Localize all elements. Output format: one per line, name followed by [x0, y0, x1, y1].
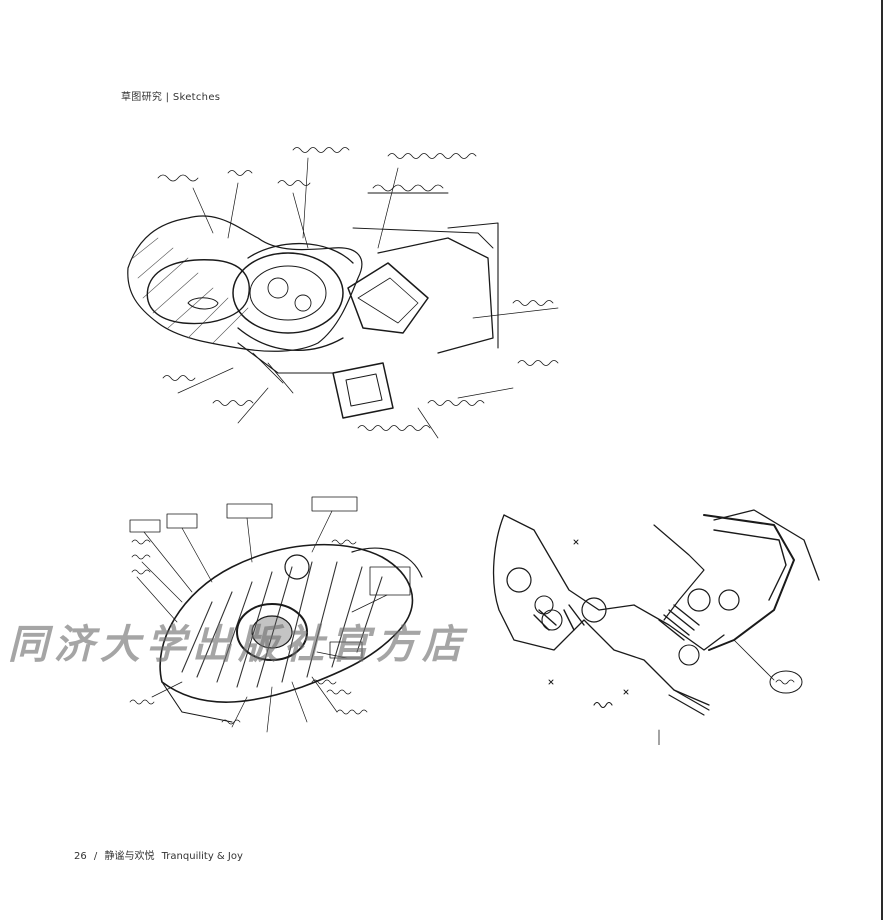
- page-edge-divider: [881, 0, 883, 920]
- building-plan-sketch: [474, 500, 826, 745]
- watermark-text: 同济大学出版社官方店: [8, 621, 468, 668]
- book-title-cn: 静谧与欢悦: [104, 851, 155, 862]
- book-title-en: Tranquility & Joy: [161, 851, 243, 862]
- footer-separator: /: [93, 851, 98, 862]
- site-plan-sketch: [118, 138, 580, 454]
- page-footer: 26 / 静谧与欢悦 Tranquility & Joy: [74, 847, 247, 862]
- section-title: 草图研究 | Sketches: [121, 92, 221, 103]
- detail-plan-sketch: [122, 482, 452, 742]
- page-number: 26: [74, 851, 87, 862]
